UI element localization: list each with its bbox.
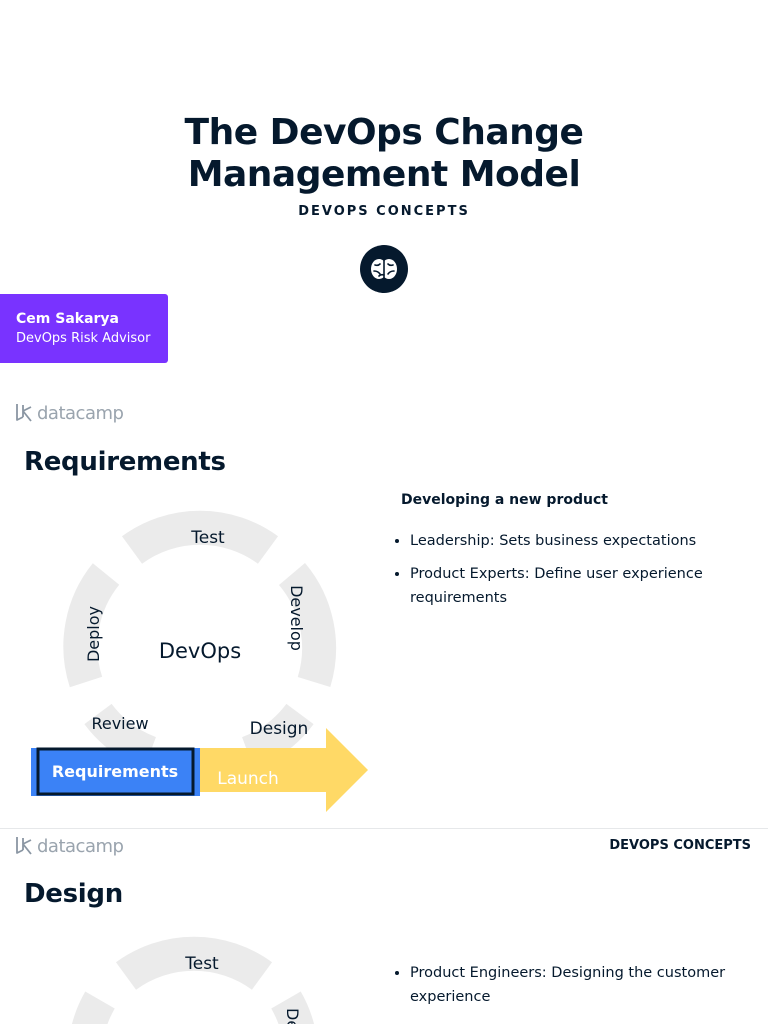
- author-card: Cem Sakarya DevOps Risk Advisor: [0, 294, 168, 363]
- requirements-bullets: Leadership: Sets business expectations P…: [392, 529, 750, 619]
- datacamp-logo: datacamp: [15, 835, 124, 857]
- slide-title-requirements: Requirements: [24, 447, 226, 477]
- slide-divider: [0, 828, 768, 829]
- datacamp-logo-text: datacamp: [37, 835, 124, 857]
- datacamp-logo-text: datacamp: [37, 402, 124, 424]
- stage-label-develop: Develop: [287, 585, 306, 651]
- ring-segment-deploy: [63, 563, 120, 688]
- stage-label-test: Test: [190, 528, 225, 548]
- stage-label-design: Design: [250, 719, 309, 739]
- slide-kicker: DEVOPS CONCEPTS: [609, 838, 751, 853]
- title-line-2: Management Model: [187, 154, 581, 195]
- stage-label-review: Review: [91, 714, 148, 733]
- launch-arrow: [200, 728, 368, 812]
- stage-label-launch: Launch: [217, 769, 279, 789]
- title-line-1: The DevOps Change: [184, 112, 584, 153]
- ring-segment-deploy: [72, 991, 116, 1024]
- bullet-item: Product Engineers: Designing the custome…: [410, 961, 756, 1009]
- stage-label-requirements: Requirements: [52, 762, 178, 781]
- presentation-title: The DevOps Change Management Model: [0, 112, 768, 196]
- diagram-center-label: DevOps: [159, 639, 241, 663]
- requirements-stage-box: [36, 747, 195, 796]
- bullet-item: Product Experts: Define user experience …: [410, 562, 750, 610]
- stage-label-develop: De: [283, 1008, 302, 1024]
- stage-label-test: Test: [184, 954, 219, 974]
- ring-segment-develop: [278, 563, 337, 687]
- slide-title-design: Design: [24, 879, 123, 909]
- author-role: DevOps Risk Advisor: [16, 331, 151, 346]
- devops-cycle-diagram: Test DevOps Develop Deploy Review Design…: [31, 510, 368, 812]
- ring-segment-test: [121, 510, 279, 564]
- datacamp-logo-icon: [16, 404, 32, 422]
- datacamp-logo-icon: [16, 837, 32, 855]
- devops-cycle-diagram-design: Test De: [72, 936, 314, 1024]
- stage-label-deploy: Deploy: [84, 606, 103, 662]
- author-name: Cem Sakarya: [16, 311, 119, 327]
- ring-segment-develop: [270, 991, 314, 1024]
- panel-heading: Developing a new product: [401, 492, 608, 508]
- ring-segment-test: [115, 936, 273, 990]
- presentation-subtitle: DEVOPS CONCEPTS: [298, 204, 470, 219]
- bullet-item: Leadership: Sets business expectations: [410, 529, 750, 553]
- brain-icon: [360, 245, 408, 293]
- design-bullets: Product Engineers: Designing the custome…: [392, 961, 756, 1018]
- datacamp-logo: datacamp: [15, 402, 124, 424]
